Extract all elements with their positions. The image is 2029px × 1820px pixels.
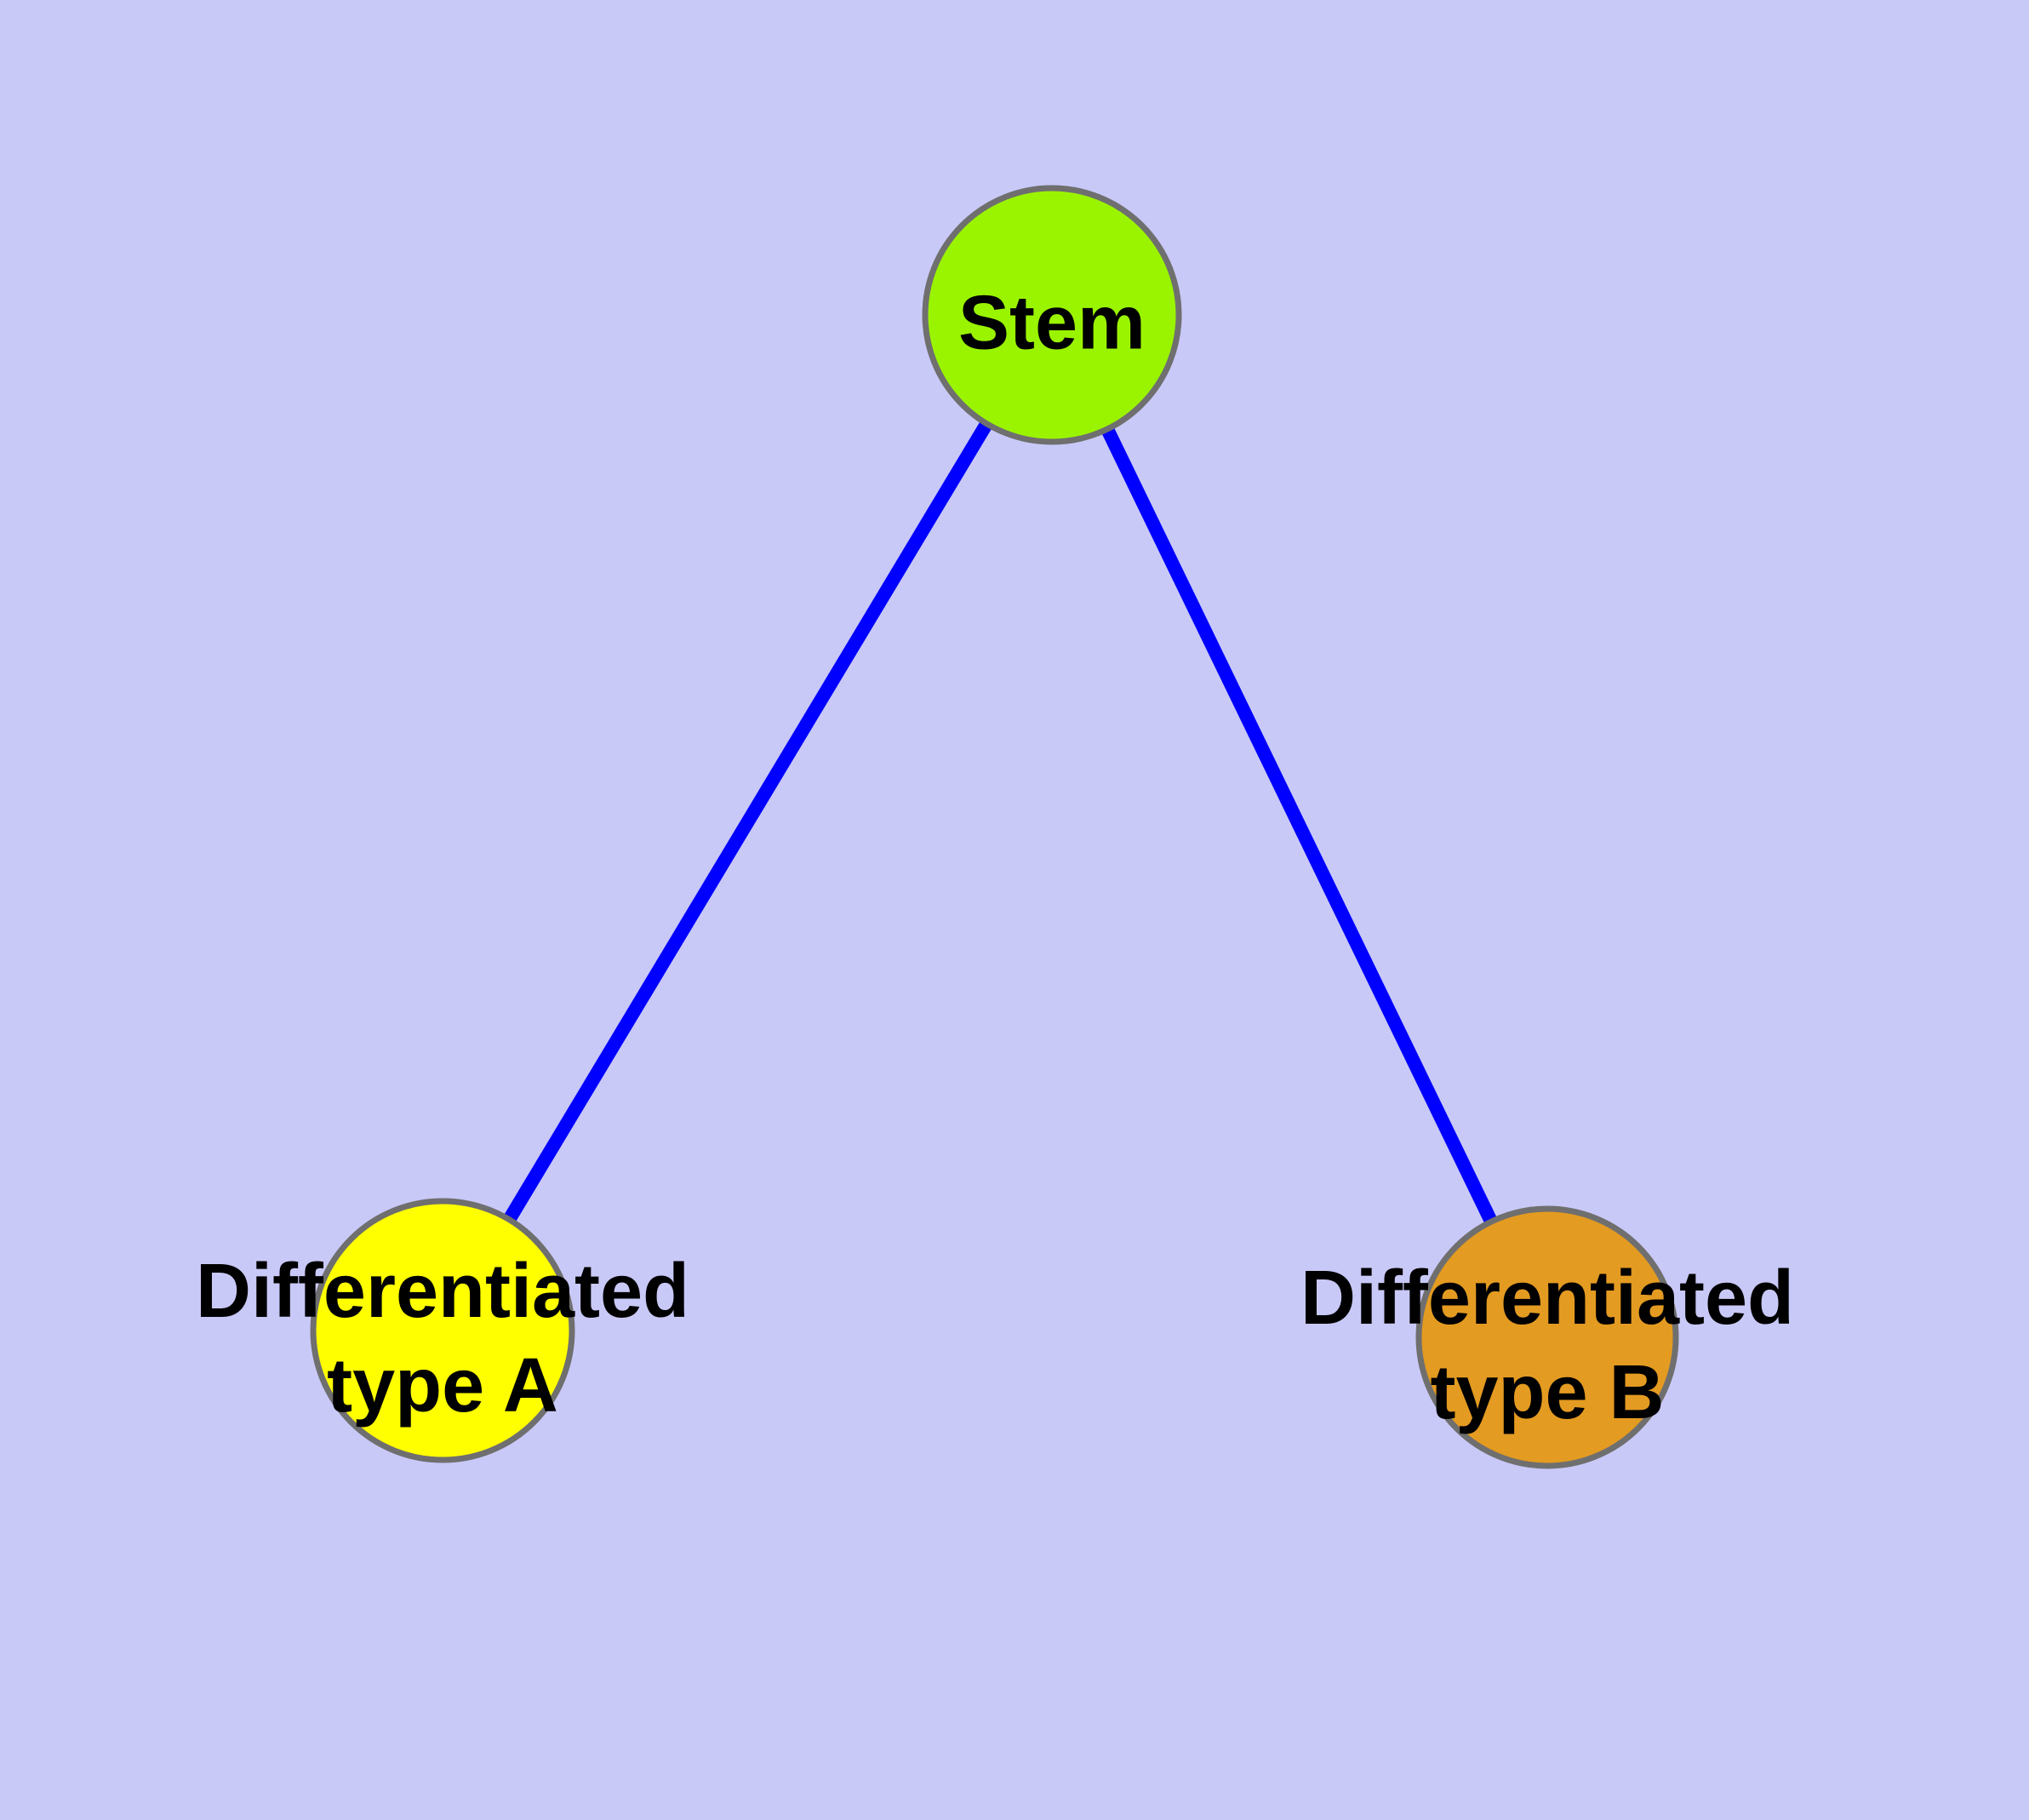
edge-stem-to-differentiated-type-b <box>1045 312 1554 1341</box>
node-differentiated-type-b-label: Differentiated type B <box>1300 1256 1794 1435</box>
node-differentiated-type-a-label-line-2: type A <box>327 1343 558 1428</box>
node-differentiated-type-b-label-line-2: type B <box>1430 1350 1664 1435</box>
node-stem-circle <box>922 185 1182 445</box>
node-differentiated-type-a-label-line-1: Differentiated <box>196 1249 689 1334</box>
node-differentiated-type-b-label-line-1: Differentiated <box>1300 1256 1794 1341</box>
node-differentiated-type-a-label: Differentiated type A <box>196 1249 689 1428</box>
node-stem-label: Stem <box>958 281 1146 366</box>
node-stem-label-line-1: Stem <box>958 281 1146 366</box>
node-differentiated-type-b-circle <box>1415 1205 1679 1469</box>
edges-layer <box>437 311 1554 1341</box>
node-differentiated-type-a-circle <box>310 1198 575 1463</box>
edge-stem-to-differentiated-type-a <box>437 311 1058 1335</box>
